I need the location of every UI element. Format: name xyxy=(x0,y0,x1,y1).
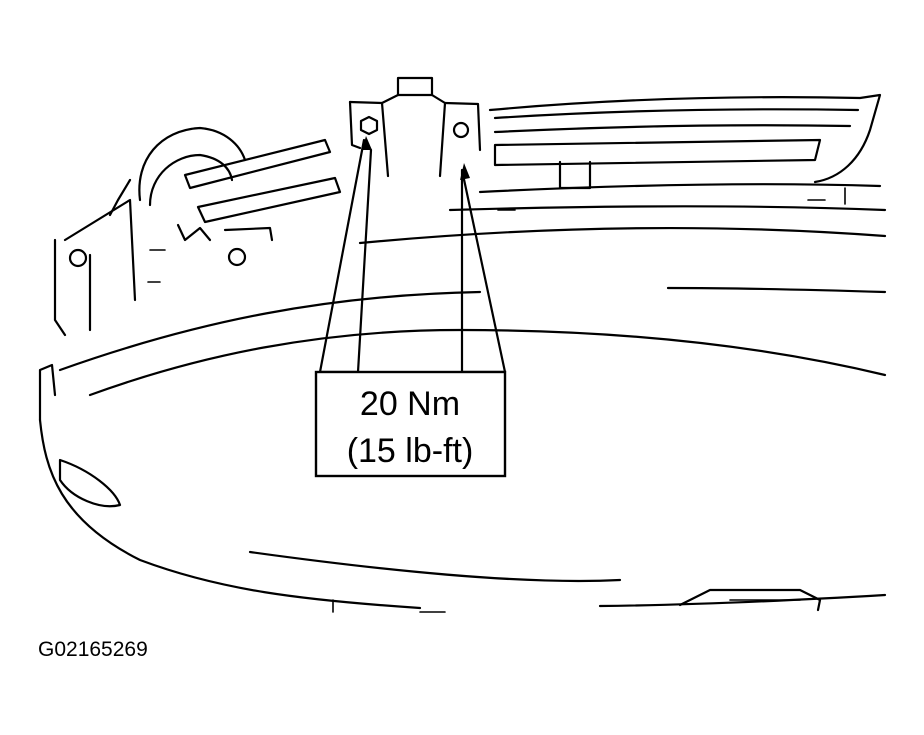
bolt-left xyxy=(359,115,379,136)
torque-imperial: (15 lb-ft) xyxy=(347,432,474,470)
bumper-cover xyxy=(38,286,887,613)
upper-panel xyxy=(358,93,887,245)
figure-id: G02165269 xyxy=(38,638,148,661)
bolt-icon xyxy=(452,121,470,139)
left-side-bracket xyxy=(53,126,342,337)
torque-callout: 20 Nm (15 lb-ft) xyxy=(314,370,507,478)
bolt-icon xyxy=(359,115,379,136)
bolt-right xyxy=(452,121,470,139)
arrow-icon xyxy=(362,136,372,150)
arrow-icon xyxy=(460,163,470,180)
torque-metric: 20 Nm xyxy=(360,385,460,423)
center-bracket xyxy=(348,76,482,178)
